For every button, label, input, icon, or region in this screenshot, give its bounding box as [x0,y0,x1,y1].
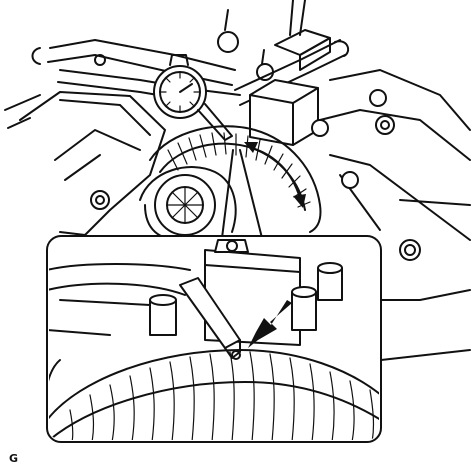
detail-inset [46,235,382,443]
figure-code: G [9,452,19,465]
ring-gear-upper [139,125,322,241]
double-arrow-icon [244,142,258,153]
dial-indicator [153,54,233,141]
holding-fixture [31,0,350,106]
housing-edge-lower [380,349,471,361]
rotation-arrow [244,142,306,208]
arrow-pointer-icon [248,300,292,348]
carrier-housing [4,69,471,241]
housing-edge [380,289,471,301]
callout-leader [221,149,263,239]
bolts-upper [311,89,421,261]
